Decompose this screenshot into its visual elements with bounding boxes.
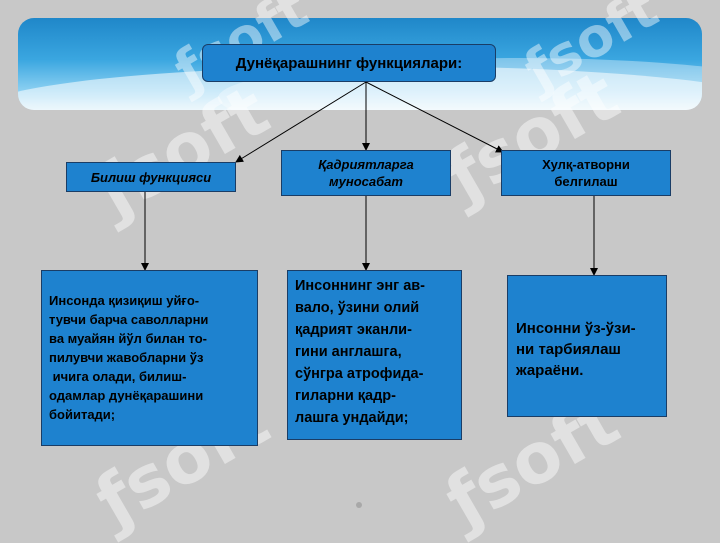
category-box-behavior: Хулқ-атворни белгилаш [501, 150, 671, 196]
description-line: гиларни қадр- [295, 388, 396, 404]
description-box-cognitive: Инсонда қизиқиш уйғо- тувчи барча саволл… [41, 270, 258, 446]
description-line: вало, ўзини олий [295, 300, 420, 316]
category-label: белгилаш [554, 174, 618, 189]
description-box-values: Инсоннинг энг ав- вало, ўзини олий қадри… [287, 270, 462, 440]
description-line: Инсонни ўз-ўзи- [516, 320, 636, 337]
header-banner [18, 18, 702, 110]
arrow-title-to-cat3 [365, 81, 504, 153]
description-line: гини англашга, [295, 344, 402, 360]
description-line: жараёни. [516, 362, 584, 379]
description-line: Инсоннинг энг ав- [295, 278, 425, 294]
arrow-title-to-cat1 [235, 81, 367, 163]
description-line: Инсонда қизиқиш уйғо- [49, 293, 200, 308]
description-line: бойитади; [49, 407, 116, 422]
description-line: ичига олади, билиш- [49, 369, 187, 384]
description-line: ни тарбиялаш [516, 341, 621, 358]
description-line: ва муайян йўл билан то- [49, 331, 207, 346]
description-line: тувчи барча саволларни [49, 312, 209, 327]
description-line: одамлар дунёқарашини [49, 388, 204, 403]
description-box-behavior: Инсонни ўз-ўзи- ни тарбиялаш жараёни. [507, 275, 667, 417]
slide-dot [356, 502, 362, 508]
description-line: қадрият эканли- [295, 322, 412, 338]
category-box-values: Қадриятларга муносабат [281, 150, 451, 196]
description-line: лашга ундайди; [295, 410, 409, 426]
description-line: пилувчи жавобларни ўз [49, 350, 204, 365]
category-label: Қадриятларга [318, 157, 414, 172]
category-label: Хулқ-атворни [542, 157, 630, 172]
diagram-title: Дунёқарашнинг функциялари: [202, 44, 496, 82]
description-line: сўнгра атрофида- [295, 366, 424, 382]
category-box-cognitive: Билиш функцияси [66, 162, 236, 192]
category-label: муносабат [329, 174, 403, 189]
category-label: Билиш функцияси [90, 169, 212, 185]
